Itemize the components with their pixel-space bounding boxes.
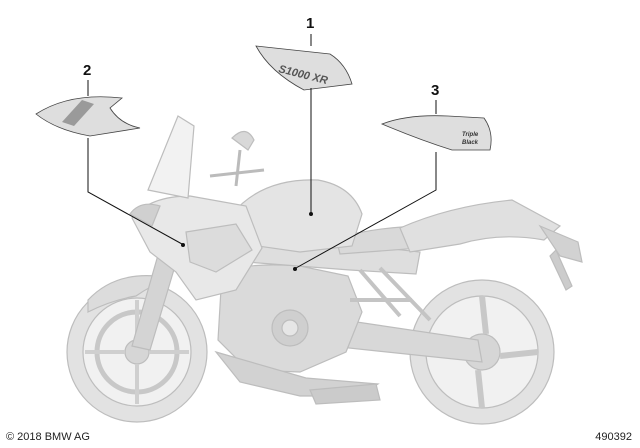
tail-decal-text-line2: Black [462,140,479,146]
leader-dot-1 [309,212,313,216]
leader-lines [87,34,437,269]
callout-3: 3 [431,82,439,99]
leader-line-2-lower [87,138,183,245]
callout-1: 1 [306,15,314,32]
decal-tank: S1000 XR [255,45,353,91]
tail-section [399,199,562,253]
fuel-tank [231,179,363,253]
mirror [231,130,255,151]
leader-dot-2 [181,243,185,247]
callout-2: 2 [83,62,91,79]
exhaust [309,383,381,405]
leader-endpoints [181,212,313,271]
decal-tail: Triple Black [380,115,492,151]
motorcycle-illustration [66,115,583,425]
leader-line-3-lower [295,152,437,269]
copyright-text: © 2018 BMW AG [6,431,90,443]
decal-side-panel [35,96,141,137]
tail-decal-text-line1: Triple [462,132,479,138]
rear-wheel [409,279,555,425]
leader-dot-3 [293,267,297,271]
windscreen [147,115,195,199]
front-wheel [66,281,208,423]
headlight [129,203,161,227]
drawing-number: 490392 [595,431,632,443]
